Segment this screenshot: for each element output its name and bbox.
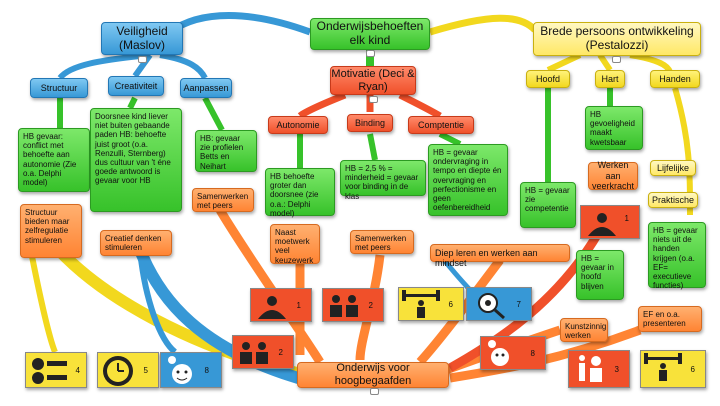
- icon-number: 1: [296, 301, 301, 310]
- node-needs[interactable]: Onderwijsbehoeften elk kind: [310, 18, 430, 50]
- text-diep-leren: Diep leren en werken aan mindset: [430, 244, 570, 268]
- node-handen[interactable]: Handen: [650, 70, 700, 88]
- text-samenwerken-2: Samenwerken met peers: [350, 230, 414, 254]
- magnifier-eye-icon: 7: [466, 287, 532, 321]
- node-binding[interactable]: Binding: [347, 114, 393, 132]
- thinking-face-icon: 8: [480, 336, 546, 370]
- icon-number: 2: [368, 301, 373, 310]
- thinking-face-icon: 8: [160, 352, 222, 388]
- text-samenwerken-1: Samenwerken met peers: [192, 188, 254, 212]
- node-creativiteit[interactable]: Creativiteit: [108, 76, 164, 96]
- expand-marker[interactable]: [370, 388, 379, 395]
- text-competentie-hb: HB = gevaar ondervraging in tempo en die…: [428, 144, 508, 216]
- text-hoofd-hb: HB = gevaar zie competentie: [520, 182, 576, 228]
- node-safety[interactable]: Veiligheid (Maslov): [101, 22, 183, 55]
- text-autonomie-hb: HB behoefte groter dan doorsnee (zie o.a…: [265, 168, 335, 218]
- icon-number: 8: [204, 366, 209, 375]
- node-broad[interactable]: Brede persoons ontwikkeling (Pestalozzi): [533, 22, 701, 56]
- text-kunstzinnig: Kunstzinnig werken: [560, 318, 608, 342]
- node-motivation[interactable]: Motivatie (Deci & Ryan): [330, 66, 416, 95]
- steering-wheel-icon: 1: [250, 288, 312, 322]
- text-structuur-gevaar: HB gevaar: conflict met behoefte aan aut…: [18, 128, 90, 192]
- icon-number: 4: [75, 366, 80, 375]
- icon-number: 1: [624, 214, 629, 223]
- list-icon: 4: [25, 352, 87, 388]
- icon-number: 7: [516, 300, 521, 309]
- expand-marker[interactable]: [369, 96, 378, 103]
- icon-number: 8: [530, 349, 535, 358]
- text-creatief-denken: Creatief denken stimuleren: [100, 230, 172, 256]
- info-person-icon: 3: [568, 350, 630, 388]
- node-structuur[interactable]: Structuur: [30, 78, 88, 98]
- two-people-icon: 2: [232, 335, 294, 369]
- text-structuur-bieden: Structuur bieden maar zelfregulatie stim…: [20, 204, 82, 258]
- weightlifter-icon: 6: [398, 287, 464, 321]
- weightlifter-icon: 6: [640, 350, 706, 388]
- text-lijfelijke: Lijfelijke: [650, 160, 696, 176]
- text-creativiteit-gevaar: Doorsnee kind liever niet buiten gebaand…: [90, 108, 182, 212]
- clock-icon: 5: [97, 352, 159, 388]
- node-center[interactable]: Onderwijs voor hoogbegaafden: [297, 362, 449, 388]
- icon-number: 5: [143, 366, 148, 375]
- text-binding-hb: HB = 2,5 % = minderheid = gevaar voor bi…: [340, 160, 426, 201]
- text-naast-moetwerk: Naast moetwerk veel keuzewerk: [270, 224, 320, 265]
- text-aanpassen-gevaar: HB: gevaar zie profielen Betts en Neihar…: [195, 130, 257, 172]
- steering-wheel-icon: 1: [580, 205, 640, 239]
- text-veerkracht: Werken aan veerkracht: [588, 160, 638, 191]
- node-autonomie[interactable]: Autonomie: [268, 116, 328, 134]
- text-praktische: Praktische: [648, 192, 698, 208]
- expand-marker[interactable]: [612, 56, 621, 63]
- icon-number: 2: [278, 348, 283, 357]
- icon-number: 6: [690, 365, 695, 374]
- text-hoofd-blijven: HB = gevaar in hoofd blijven: [576, 250, 624, 300]
- expand-marker[interactable]: [138, 56, 147, 63]
- node-hart[interactable]: Hart: [595, 70, 625, 88]
- text-ef-presenteren: EF en o.a. presenteren: [638, 306, 702, 332]
- node-aanpassen[interactable]: Aanpassen: [180, 78, 232, 98]
- two-people-icon: 2: [322, 288, 384, 322]
- text-handen-hb: HB = gevaar niets uit de handen krijgen …: [648, 222, 706, 290]
- connector-needs-broad: [428, 14, 538, 36]
- node-hoofd[interactable]: Hoofd: [526, 70, 570, 88]
- text-hart-hb: HB gevoeligheid maakt kwetsbaar: [585, 106, 643, 150]
- icon-number: 6: [448, 300, 453, 309]
- node-competentie[interactable]: Comptentie: [408, 116, 474, 134]
- connector-needs-safety: [167, 12, 312, 36]
- expand-marker[interactable]: [366, 50, 375, 57]
- icon-number: 3: [614, 365, 619, 374]
